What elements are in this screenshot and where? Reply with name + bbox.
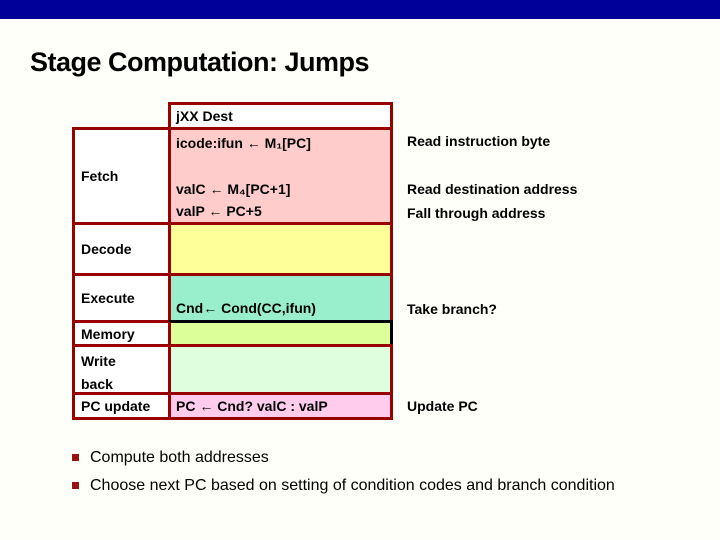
fetch-line-valc: valC ← M₄[PC+1]: [176, 181, 291, 197]
stage-label-memory: Memory: [72, 320, 171, 347]
annotation-fall-through-address: Fall through address: [407, 205, 546, 221]
instruction-name: jXX Dest: [176, 108, 233, 124]
bullet-text: Compute both addresses: [90, 449, 269, 466]
annotation-read-destination-address: Read destination address: [407, 181, 578, 197]
stage-label-execute: Execute: [72, 273, 171, 323]
execute-line-cnd: Cnd← Cond(CC,ifun): [176, 300, 316, 316]
pc-update-computation-cell: PC ← Cnd? valC : valP: [168, 392, 393, 420]
fetch-line-icode: icode:ifun ← M₁[PC]: [176, 135, 311, 151]
fetch-line-valp: valP ← PC+5: [176, 203, 262, 219]
stage-label-fetch: Fetch: [72, 127, 171, 225]
pc-update-line: PC ← Cnd? valC : valP: [176, 398, 328, 414]
write-back-computation-cell: [168, 344, 393, 395]
annotation-read-instruction-byte: Read instruction byte: [407, 133, 551, 149]
instruction-header-cell: jXX Dest: [168, 102, 393, 130]
execute-computation-cell: Cnd← Cond(CC,ifun): [168, 273, 393, 323]
slide-top-banner: [0, 0, 720, 19]
annotation-take-branch: Take branch?: [407, 301, 497, 317]
bullet-square-icon: [72, 482, 79, 489]
stage-label-write-back: Write back: [72, 344, 171, 395]
bullet-square-icon: [72, 454, 79, 461]
bullet-text: Choose next PC based on setting of condi…: [90, 477, 615, 494]
stage-label-decode: Decode: [72, 222, 171, 276]
page-title: Stage Computation: Jumps: [30, 47, 370, 77]
stage-label-pc-update: PC update: [72, 392, 171, 420]
fetch-computation-cell: icode:ifun ← M₁[PC] valC ← M₄[PC+1] valP…: [168, 127, 393, 225]
memory-computation-cell: [168, 320, 393, 347]
decode-computation-cell: [168, 222, 393, 276]
annotation-update-pc: Update PC: [407, 398, 478, 414]
